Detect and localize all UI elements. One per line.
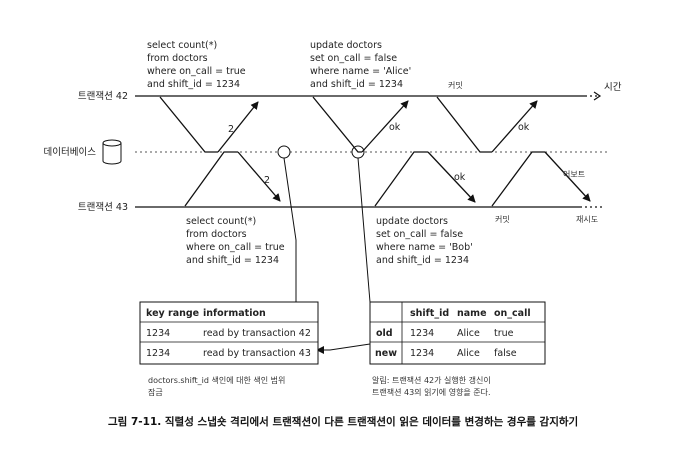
svg-text:and shift_id = 1234: and shift_id = 1234: [310, 79, 403, 90]
row-header-name: name: [457, 308, 487, 319]
index-header-information: information: [203, 308, 266, 319]
svg-text:update doctors: update doctors: [376, 216, 448, 227]
tx43-select-query: select count(*) from doctors where on_ca…: [186, 216, 285, 266]
svg-text:set on_call = false: set on_call = false: [310, 53, 397, 64]
tx42-update-ok: ok: [389, 122, 401, 133]
row-old-shiftid: 1234: [410, 328, 434, 339]
svg-text:select count(*): select count(*): [186, 216, 256, 227]
svg-text:from doctors: from doctors: [147, 53, 208, 64]
svg-text:where on_call = true: where on_call = true: [147, 66, 246, 77]
tx43-count-result: 2: [264, 175, 270, 186]
figure-caption: 그림 7-11. 직렬성 스냅숏 격리에서 트랜잭션이 다른 트랜잭션이 읽은 …: [108, 415, 578, 428]
svg-text:select count(*): select count(*): [147, 40, 217, 51]
tx43-update-roundtrip: [374, 151, 476, 207]
row-new-shiftid: 1234: [410, 348, 434, 359]
row-new-name: Alice: [457, 348, 480, 359]
tx42-update-roundtrip: [312, 96, 409, 153]
index-header-keyrange: key range: [146, 308, 199, 319]
index-note-line1: doctors.shift_id 색인에 대한 색인 범위: [148, 375, 285, 385]
tx43-commit-label: 커밋: [495, 214, 510, 224]
svg-text:where on_call = true: where on_call = true: [186, 242, 285, 253]
svg-text:and shift_id = 1234: and shift_id = 1234: [147, 79, 240, 90]
database-icon: [102, 139, 122, 165]
row-new-label: new: [375, 348, 397, 359]
database-label: 데이터베이스: [44, 147, 97, 158]
row-header-oncall: on_call: [494, 308, 531, 319]
time-label: 시간: [604, 82, 622, 93]
row-old-oncall: true: [494, 328, 514, 339]
tx42-label: 트랜잭션 42: [78, 91, 128, 102]
tx42-select-query: select count(*) from doctors where on_ca…: [147, 40, 246, 90]
index-note-line2: 잠금: [148, 387, 163, 397]
row-version-connector: [357, 157, 371, 303]
time-arrow-head: [593, 91, 602, 101]
svg-text:where name = 'Alice': where name = 'Alice': [310, 66, 411, 77]
tx42-commit-roundtrip: [436, 96, 538, 153]
tx43-label: 트랜잭션 43: [78, 202, 128, 213]
tx42-count-result: 2: [228, 124, 234, 135]
tx42-read-roundtrip: [159, 96, 259, 153]
row-old-name: Alice: [457, 328, 480, 339]
svg-text:update doctors: update doctors: [310, 40, 382, 51]
tx42-commit-label: 커밋: [448, 80, 463, 90]
index-row-1-key: 1234: [146, 328, 170, 339]
tx43-retry-label: 재시도: [576, 215, 598, 224]
row-old-label: old: [376, 328, 393, 339]
tx43-read-roundtrip: [184, 151, 281, 207]
row-header-shiftid: shift_id: [410, 308, 449, 319]
svg-text:from doctors: from doctors: [186, 229, 247, 240]
index-row-2-key: 1234: [146, 348, 170, 359]
row-note-line2: 트랜잭션 43의 읽기에 영향을 준다.: [372, 387, 491, 397]
index-lock-connector: [283, 157, 297, 302]
svg-text:and shift_id = 1234: and shift_id = 1234: [186, 255, 279, 266]
row-new-oncall: false: [494, 348, 517, 359]
row-version-table: shift_id name on_call old 1234 Alice tru…: [369, 301, 546, 365]
svg-text:set on_call = false: set on_call = false: [376, 229, 463, 240]
svg-text:where name = 'Bob': where name = 'Bob': [376, 242, 473, 253]
index-row-1-info: read by transaction 42: [203, 328, 311, 339]
tx42-update-query: update doctors set on_call = false where…: [310, 40, 411, 90]
tx43-abort-label: 어보트: [563, 169, 585, 179]
svg-text:and shift_id = 1234: and shift_id = 1234: [376, 255, 469, 266]
tx43-update-query: update doctors set on_call = false where…: [376, 216, 473, 266]
tx43-read-marker: [277, 145, 291, 159]
row-note-line1: 알림: 트랜잭션 42가 실행한 갱신이: [372, 375, 491, 385]
index-lock-table: key range information 1234 read by trans…: [139, 301, 319, 365]
tx43-update-ok: ok: [454, 172, 466, 183]
tx42-commit-ok: ok: [518, 122, 530, 133]
index-row-2-info: read by transaction 43: [203, 348, 311, 359]
tx43-commit-roundtrip: [491, 151, 591, 207]
notify-arrow: [316, 343, 371, 354]
